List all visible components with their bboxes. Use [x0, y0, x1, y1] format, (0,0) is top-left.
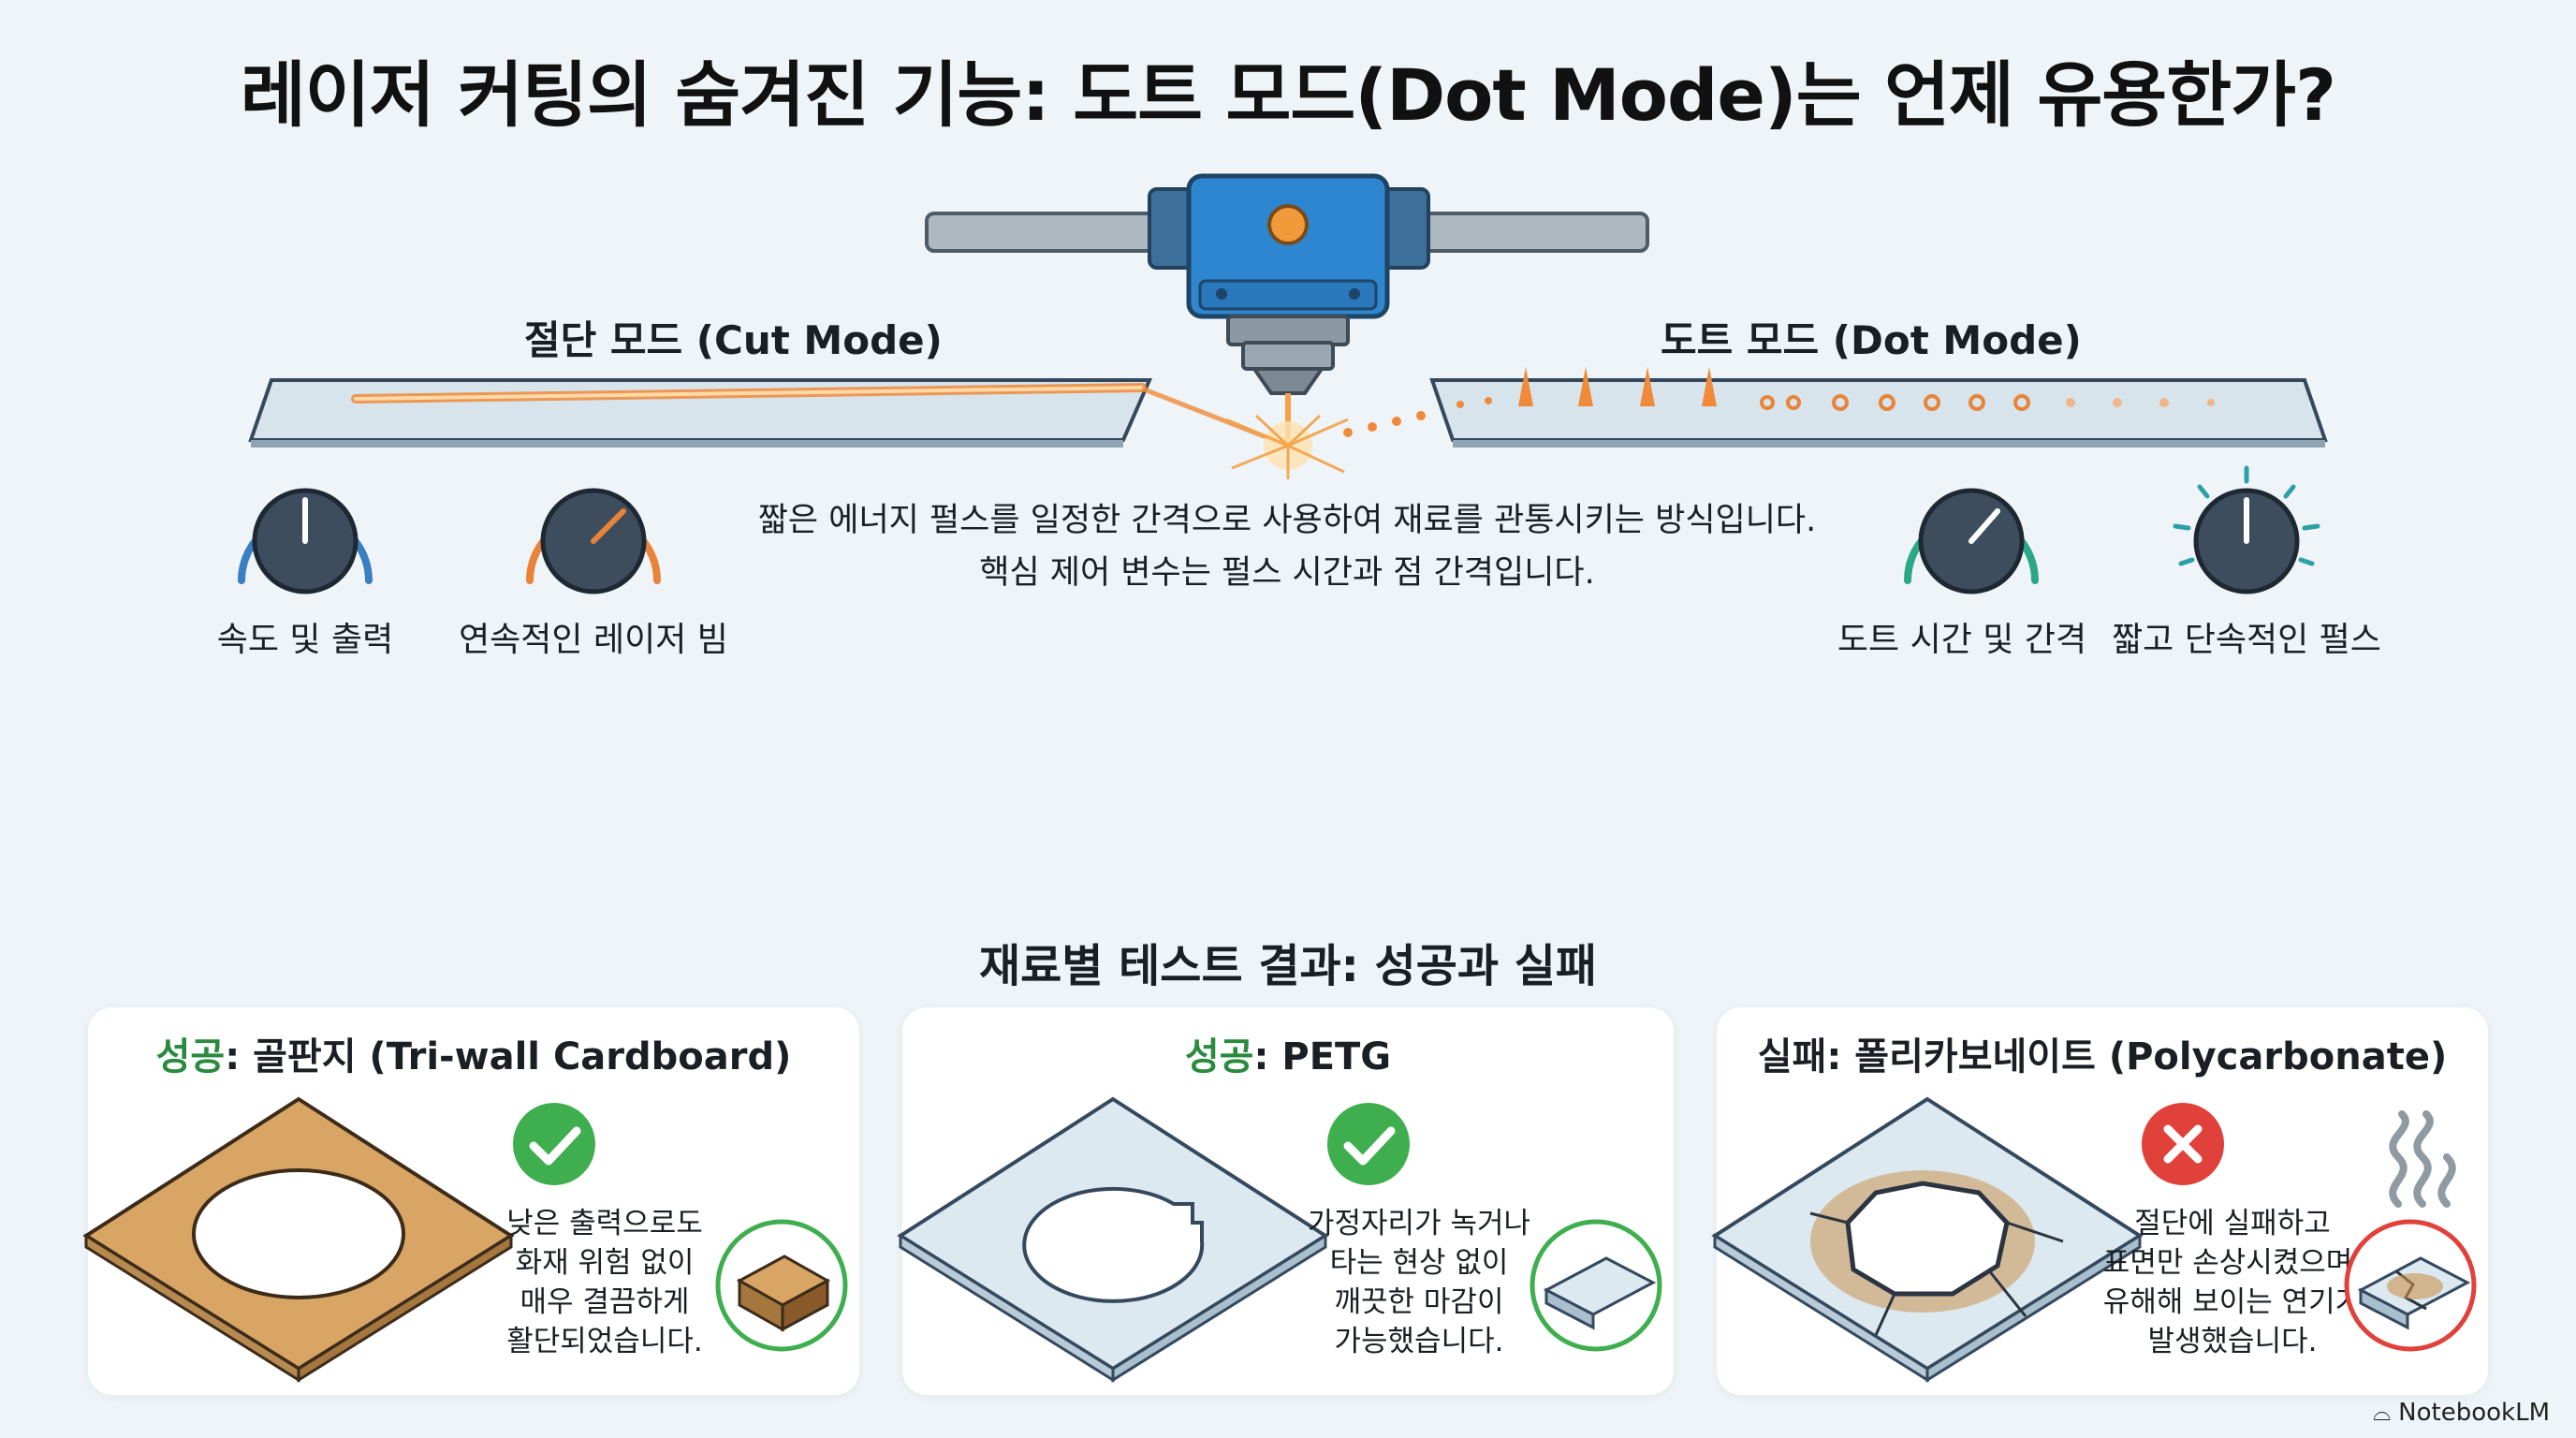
result-card-cardboard: 성공: 골판지 (Tri-wall Cardboard) 낮은 출력으로도 화재…: [82, 1007, 859, 1395]
polycarbonate-plate-illustration: [1711, 1096, 2144, 1383]
text-line: 가능했습니다.: [1334, 1325, 1504, 1358]
description-line-2: 핵심 제어 변수는 펄스 시간과 점 간격입니다.: [979, 554, 1595, 592]
text-line: 발생했습니다.: [2147, 1325, 2318, 1358]
text-line: 활단되었습니다.: [506, 1325, 703, 1358]
dot-mode-description: 짧은 에너지 펄스를 일정한 간격으로 사용하여 재료를 관통시키는 방식입니다…: [655, 494, 1919, 599]
results-section-title: 재료별 테스트 결과: 성공과 실패: [978, 940, 1598, 992]
text-line: 표면만 손상시켰으며,: [2102, 1246, 2363, 1280]
cardboard-closeup-icon: [715, 1219, 848, 1352]
card-title: 성공: PETG: [902, 1026, 1674, 1080]
continuous-beam-knob-icon: [526, 488, 661, 594]
text-line: 유해해 보이는 연기가: [2102, 1285, 2363, 1319]
result-card-petg: 성공: PETG 가정자리가 녹거나 타는 현상 없이 깨끗한 마감이 가능했습…: [897, 1007, 1674, 1395]
petg-plate-illustration: [897, 1096, 1329, 1383]
dot-time-spacing-label: 도트 시간 및 간격: [1837, 621, 2087, 659]
material-label: : 폴리카보네이트 (Polycarbonate): [1826, 1035, 2448, 1078]
text-line: 깨끗한 마감이: [1334, 1285, 1504, 1319]
smoke-icon: [2389, 1110, 2456, 1208]
card-title: 실패: 폴리카보네이트 (Polycarbonate): [1717, 1026, 2488, 1080]
dot-time-spacing-knob-icon: [1904, 488, 2039, 594]
status-label: 성공: [155, 1035, 226, 1078]
result-text: 가정자리가 녹거나 타는 현상 없이 깨끗한 마감이 가능했습니다.: [1297, 1204, 1541, 1361]
text-line: 가정자리가 녹거나: [1307, 1207, 1530, 1240]
description-line-1: 짧은 에너지 펄스를 일정한 간격으로 사용하여 재료를 관통시키는 방식입니다…: [757, 502, 1817, 539]
text-line: 절단에 실패하고: [2134, 1207, 2331, 1240]
speed-power-knob-icon: [238, 488, 373, 594]
text-line: 낮은 출력으로도: [506, 1207, 703, 1240]
status-label: 실패: [1757, 1035, 1827, 1078]
continuous-beam-label: 연속적인 레이저 빔: [459, 621, 728, 659]
laser-head-illustration: [248, 173, 2328, 479]
result-text: 낮은 출력으로도 화재 위험 없이 매우 결끔하게 활단되었습니다.: [492, 1204, 717, 1361]
check-icon: [1327, 1103, 1410, 1185]
polycarbonate-closeup-icon: [2344, 1219, 2477, 1352]
material-label: : PETG: [1253, 1035, 1392, 1078]
result-card-polycarbonate: 실패: 폴리카보네이트 (Polycarbonate) 절단에 실패하고 표면만…: [1711, 1007, 2488, 1395]
speed-power-label: 속도 및 출력: [216, 621, 394, 659]
text-line: 화재 위험 없이: [515, 1246, 695, 1280]
short-pulse-knob-icon: [2173, 465, 2320, 594]
short-pulse-label: 짧고 단속적인 펄스: [2112, 621, 2381, 659]
status-label: 성공: [1184, 1035, 1254, 1078]
cross-icon: [2142, 1103, 2224, 1185]
material-label: : 골판지 (Tri-wall Cardboard): [225, 1035, 792, 1078]
brand-label: NotebookLM: [2398, 1399, 2550, 1427]
check-icon: [513, 1103, 595, 1185]
petg-closeup-icon: [1530, 1219, 1662, 1352]
dot-mode-title: 도트 모드 (Dot Mode): [1661, 317, 2082, 363]
text-line: 매우 결끔하게: [520, 1285, 690, 1319]
notebooklm-logo-icon: ⌓: [2373, 1400, 2392, 1426]
cut-mode-title: 절단 모드 (Cut Mode): [524, 317, 943, 363]
result-text: 절단에 실패하고 표면만 손상시켰으며, 유해해 보이는 연기가 발생했습니다.: [2097, 1204, 2368, 1361]
brand-watermark: ⌓ NotebookLM: [2373, 1399, 2550, 1427]
page-title: 레이저 커팅의 숨겨진 기능: 도트 모드(Dot Mode)는 언제 유용한가…: [240, 53, 2336, 137]
cardboard-plate-illustration: [82, 1096, 515, 1383]
text-line: 타는 현상 없이: [1329, 1246, 1509, 1280]
card-title: 성공: 골판지 (Tri-wall Cardboard): [88, 1026, 859, 1080]
